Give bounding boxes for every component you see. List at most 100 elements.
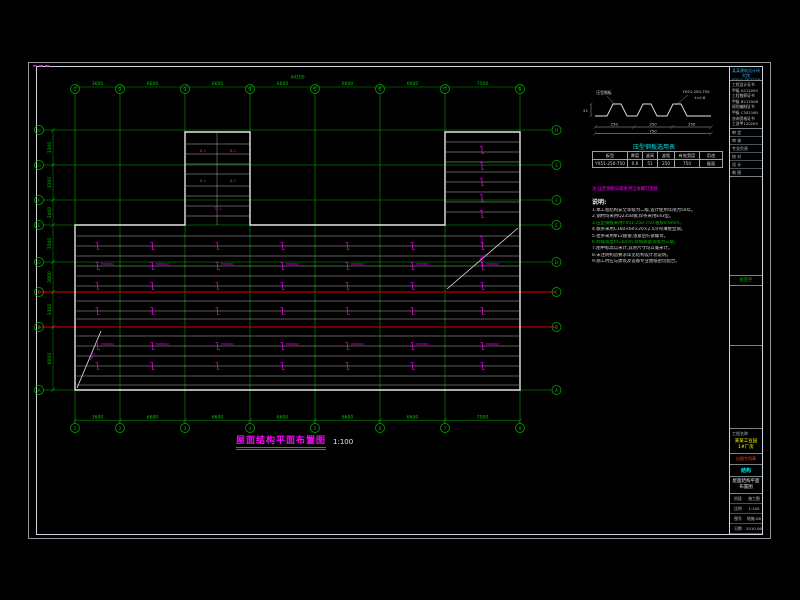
svg-text:B: B: [555, 325, 558, 331]
svg-text:3600: 3600: [92, 415, 104, 421]
svg-text:F: F: [38, 198, 41, 204]
svg-text:YKB3662: YKB3662: [416, 262, 430, 266]
note-line: 9.施工时应与建筑及设备专业图纸密切配合。: [592, 259, 680, 265]
svg-text:A: A: [555, 388, 559, 394]
stage-label: 阶段: [734, 495, 742, 501]
stage-value: 施工图: [748, 495, 760, 501]
svg-text:t=0.6: t=0.6: [695, 95, 706, 100]
beams: [76, 141, 519, 389]
table-cell: YX51-250-750: [592, 159, 628, 168]
svg-text:6600: 6600: [212, 81, 224, 87]
svg-text:D: D: [37, 260, 41, 266]
scale-label: 比例: [734, 505, 742, 511]
staff-row: 审 定: [730, 129, 762, 137]
building-outline: [74, 131, 521, 391]
certificate-line: 甲级 A212000: [732, 87, 758, 93]
svg-text:B: B: [37, 325, 40, 331]
table-header-cell: 厚度: [627, 151, 643, 160]
drawing-caption: 屋面结构平面布置图 1:100: [236, 433, 354, 450]
project-name-line2: 1#厂房: [738, 444, 754, 450]
dimensions: 3600360066006600660066006600660066006600…: [47, 75, 523, 423]
svg-text:3500: 3500: [47, 238, 53, 250]
svg-text:压型钢板: 压型钢板: [596, 90, 611, 95]
svg-text:E: E: [555, 223, 558, 229]
note-line: 6.焊缝高度hf=6mm,焊缝质量等级为三级。: [592, 240, 679, 246]
svg-text:YKB3662: YKB3662: [286, 262, 300, 266]
certificate-line: 工咨甲120200: [732, 121, 758, 127]
drawing-caption-scale: 1:100: [333, 438, 354, 446]
svg-text:TL-1: TL-1: [213, 207, 222, 211]
note-line: 5.拉条采用Φ12圆钢,张紧后拧紧螺母。: [592, 233, 669, 239]
general-notes: 说明: 1.本工程结构安全等级为二级,设计使用年限为50年。2.钢材均采用Q23…: [592, 197, 732, 266]
certificate-line: 工程勘察证书: [732, 93, 755, 99]
countersign-label: 会签栏: [730, 276, 762, 287]
svg-text:C: C: [555, 290, 558, 296]
staff-row: 专业负责: [730, 145, 762, 153]
grid-axes: [43, 93, 552, 424]
title-block-bottom: 工程名称 某某工业园 1#厂房 出图专用章 结构 屋面结构平面 布置图 阶段 施…: [730, 429, 762, 534]
certificate-line: 咨询资格证书: [732, 115, 755, 121]
table-cell: 屋面: [699, 159, 723, 168]
slab-marks: YKB3662YKB3662YKB3662YKB3662YKB3662YKB36…: [89, 146, 499, 370]
svg-text:6600: 6600: [212, 415, 224, 421]
svg-text:8: 8: [519, 426, 522, 432]
svg-text:6600: 6600: [342, 81, 354, 87]
date-row: 日期 2010.06: [730, 524, 762, 534]
svg-text:6600: 6600: [407, 81, 419, 87]
note-line: 3.压型钢板采用YX51-250-750,板厚0.6mm。: [592, 220, 684, 226]
svg-text:2: 2: [119, 87, 122, 93]
red-axis-lines: [38, 291, 556, 328]
corner-note: [33, 65, 49, 67]
staff-row: 审 核: [730, 137, 762, 145]
notes-title: 说明:: [592, 199, 607, 206]
issue-stamp: 出图专用章: [730, 454, 762, 465]
svg-text:8: 8: [519, 87, 522, 93]
certificate-line: 工程设计证书: [732, 81, 755, 87]
date-value: 2010.06: [746, 525, 762, 531]
svg-text:2800: 2800: [47, 271, 53, 283]
svg-text:250: 250: [688, 122, 696, 127]
svg-text:ML-1: ML-1: [479, 253, 488, 261]
company-name: 某某建筑设计研究院: [732, 68, 760, 78]
scale-row: 比例 1:100: [730, 504, 762, 514]
svg-text:51: 51: [583, 108, 588, 113]
table-cell: 51: [642, 159, 658, 168]
table-header-cell: 波距: [657, 151, 675, 160]
table-cell: 250: [657, 159, 675, 168]
notes-lines: 1.本工程结构安全等级为二级,设计使用年限为50年。2.钢材均采用Q235B钢,…: [592, 208, 732, 266]
drawing-name-line1: 屋面结构平面: [732, 478, 760, 484]
company-name-en: ARCH. DESIGN INSTITUTE: [731, 78, 761, 81]
staff-row: 制 图: [730, 169, 762, 176]
svg-text:G: G: [555, 163, 559, 169]
svg-text:B-1: B-1: [230, 149, 236, 153]
svg-text:G: G: [37, 163, 41, 169]
svg-text:ML-2: ML-2: [89, 352, 96, 361]
svg-text:250: 250: [649, 122, 657, 127]
svg-text:7500: 7500: [477, 415, 489, 421]
note-line: 2.钢材均采用Q235B钢,焊条采用E43型。: [592, 214, 674, 220]
stage-row: 阶段 施工图: [730, 494, 762, 504]
certificate-line: 甲级 B212008: [732, 98, 758, 104]
company-block: 某某建筑设计研究院 ARCH. DESIGN INSTITUTE: [730, 67, 762, 81]
selection-table-note: 注:压型钢板与檩条用自攻螺钉连接: [592, 187, 658, 192]
note-line: 4.檩条采用C160×60×20×2.5冷弯薄壁型钢。: [592, 227, 686, 233]
note-line: 7.图中标高以米计,其余尺寸均以毫米计。: [592, 246, 673, 252]
drawing-name: 屋面结构平面 布置图: [730, 477, 762, 494]
discipline-label: 结构: [730, 465, 762, 477]
number-row: 图号 结施-08: [730, 514, 762, 524]
title-block-empty-box: [730, 286, 762, 347]
svg-text:4: 4: [249, 426, 252, 432]
svg-text:44100: 44100: [290, 75, 304, 81]
svg-text:6600: 6600: [147, 415, 159, 421]
svg-text:B-2: B-2: [200, 179, 206, 183]
svg-text:3: 3: [184, 87, 187, 93]
svg-text:C: C: [37, 290, 40, 296]
project-name-line1: 某某工业园: [734, 438, 758, 444]
svg-text:YX51-250-750: YX51-250-750: [683, 89, 711, 94]
svg-text:750: 750: [649, 129, 657, 134]
svg-text:H: H: [555, 128, 558, 134]
sheet-inner-frame: [36, 66, 763, 535]
